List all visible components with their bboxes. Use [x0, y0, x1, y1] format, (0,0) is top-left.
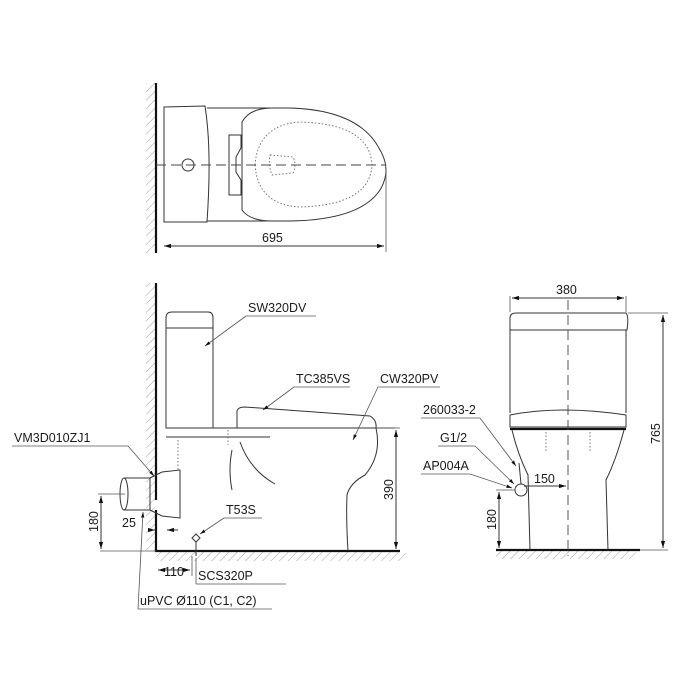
- label-flange: VM3D010ZJ1: [14, 431, 90, 445]
- top-view: 695: [146, 83, 387, 253]
- side-view: SW320DV TC385VS CW320PV VM3D010ZJ1 T53S …: [12, 283, 440, 610]
- label-hose: 260033-2: [423, 403, 476, 417]
- dim-total-height: 765: [649, 423, 663, 444]
- label-angle-valve: AP004A: [423, 459, 470, 473]
- hinge-plate: [228, 134, 242, 196]
- seat-outline: [241, 107, 387, 222]
- dim-wall-gap: 25: [122, 516, 136, 530]
- label-bolt-cap: SCS320P: [198, 569, 253, 583]
- dim-outlet-height: 180: [87, 511, 101, 532]
- label-tank: SW320DV: [248, 301, 307, 315]
- bowl-opening: [254, 121, 373, 208]
- floor-hatch: [156, 552, 406, 561]
- wall-hatch: [146, 83, 155, 253]
- label-bolt: T53S: [226, 503, 256, 517]
- dim-inlet-offset: 150: [534, 472, 555, 486]
- dim-width: 380: [556, 283, 577, 297]
- seat-side: [236, 406, 377, 429]
- drain-hole: [268, 154, 296, 176]
- tank-top: [163, 105, 210, 223]
- wall-hatch: [146, 283, 155, 551]
- bowl-body: [346, 427, 379, 552]
- dim-bowl-height: 390: [382, 479, 396, 500]
- tank-side: [165, 311, 214, 429]
- dim-outlet-offset: 110: [164, 565, 184, 579]
- tank-lid-front: [509, 312, 629, 331]
- label-thread: G1/2: [440, 431, 467, 445]
- label-bowl: CW320PV: [380, 372, 439, 386]
- front-view: 380 765 180 150 260033-2 G1/2 AP004A: [421, 283, 668, 559]
- seat-front: [509, 409, 627, 428]
- drain-pipe: [124, 477, 151, 511]
- dim-length: 695: [262, 231, 283, 245]
- label-seat: TC385VS: [296, 372, 350, 386]
- bowl-body-front: [511, 429, 531, 551]
- label-drain-pipe: uPVC Ø110 (C1, C2): [140, 594, 256, 608]
- dim-inlet-height: 180: [485, 509, 499, 530]
- floor-line: [154, 510, 400, 553]
- floor-hatch: [496, 551, 636, 559]
- bolt-icon: [191, 533, 201, 543]
